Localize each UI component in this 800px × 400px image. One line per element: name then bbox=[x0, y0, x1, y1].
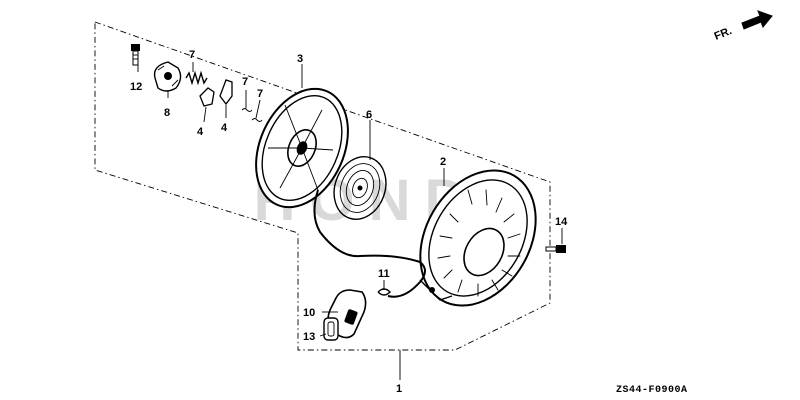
bolt-part bbox=[131, 44, 140, 66]
front-direction-indicator: FR. bbox=[713, 10, 773, 43]
callout-1: 1 bbox=[396, 383, 402, 395]
flange-bolt-part bbox=[545, 245, 566, 253]
callout-3: 3 bbox=[297, 53, 303, 65]
callout-6: 6 bbox=[366, 109, 372, 121]
callout-14: 14 bbox=[555, 216, 568, 228]
drawing-code: ZS44-F0900A bbox=[616, 385, 688, 396]
pawl-part bbox=[199, 79, 233, 107]
ratchet-plate-part bbox=[153, 61, 182, 92]
reel-pulley-part bbox=[255, 87, 349, 209]
callout-8: 8 bbox=[164, 107, 170, 119]
spiral-spring-part bbox=[333, 156, 387, 220]
callout-4b: 4 bbox=[221, 122, 228, 134]
callout-11: 11 bbox=[378, 268, 390, 280]
front-arrow-icon bbox=[741, 10, 773, 30]
callout-10: 10 bbox=[303, 307, 315, 319]
callout-2: 2 bbox=[440, 156, 446, 168]
direction-label: FR. bbox=[713, 25, 734, 43]
grip-cover-part bbox=[323, 317, 339, 341]
callout-12: 13 bbox=[303, 331, 315, 343]
assembly-outline bbox=[94, 21, 551, 351]
rope-knot-part bbox=[377, 288, 391, 296]
callout-13: 12 bbox=[130, 81, 142, 93]
starter-case-part bbox=[419, 169, 537, 307]
spring-part bbox=[185, 70, 208, 86]
callout-7b: 7 bbox=[257, 88, 263, 100]
callout-7a: 7 bbox=[242, 76, 248, 88]
pin-part bbox=[241, 108, 263, 122]
callout-4a: 4 bbox=[197, 126, 204, 138]
starter-rope bbox=[313, 189, 426, 298]
leader-lines bbox=[137, 62, 563, 380]
callout-5: 7 bbox=[189, 49, 195, 61]
